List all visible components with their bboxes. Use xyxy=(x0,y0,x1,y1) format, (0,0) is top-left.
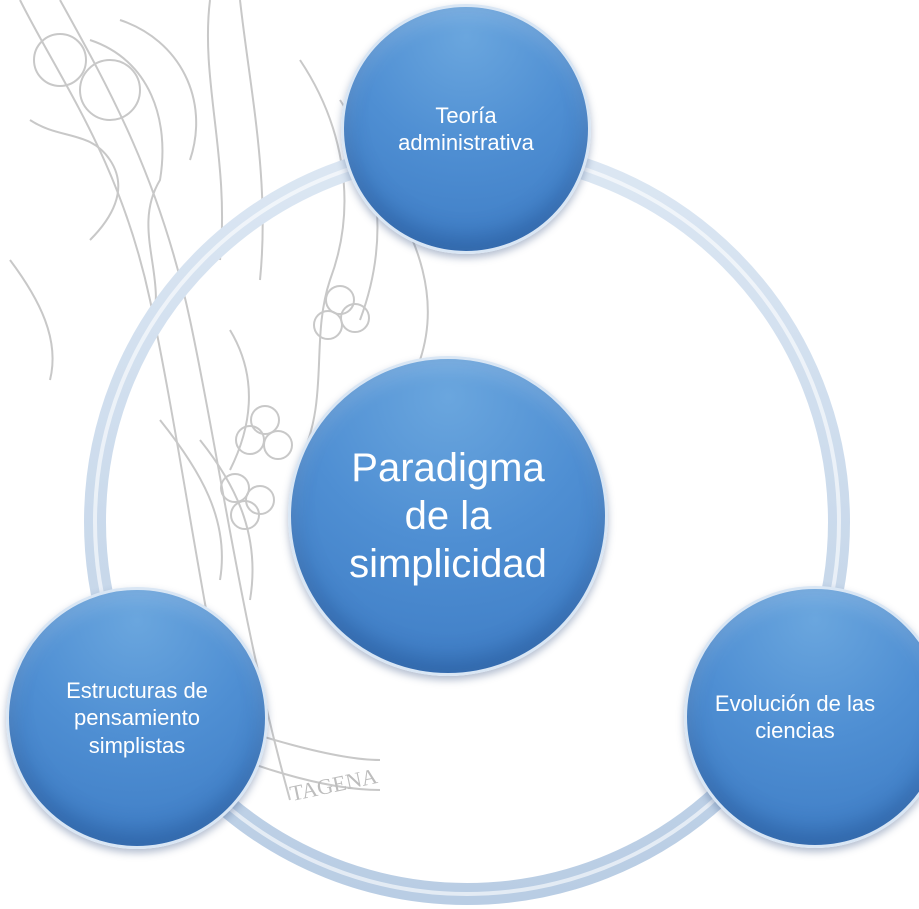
node-estructuras-de-pensamiento: Estructuras de pensamiento simplistas xyxy=(6,587,268,849)
node-teoria-administrativa: Teoría administrativa xyxy=(341,4,591,254)
node-label: Teoría administrativa xyxy=(398,102,534,156)
center-node: Paradigma de la simplicidad xyxy=(288,356,608,676)
node-label: Estructuras de pensamiento simplistas xyxy=(66,677,208,758)
node-label: Evolución de las ciencias xyxy=(714,690,876,744)
node-evolucion-de-las-ciencias: Evolución de las ciencias xyxy=(684,586,919,848)
center-node-label: Paradigma de la simplicidad xyxy=(349,446,547,586)
